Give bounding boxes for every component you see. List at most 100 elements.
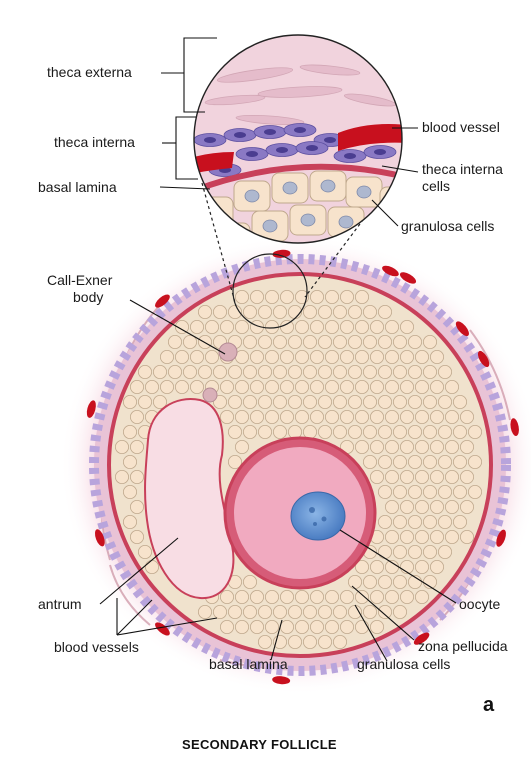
granulosa-cell <box>137 545 152 560</box>
granulosa-cell <box>257 605 272 620</box>
granulosa-cell <box>264 620 279 635</box>
granulosa-cell <box>452 424 467 439</box>
label-basal-lamina-top: basal lamina <box>38 179 117 195</box>
theca-cell-nucleus <box>344 153 356 159</box>
granulosa-cell-nucleus <box>224 231 240 243</box>
granulosa-cell-nucleus <box>356 185 372 199</box>
call-exner-body <box>218 342 238 362</box>
granulosa-cell <box>332 304 347 319</box>
theca-cell-nucleus <box>294 127 306 133</box>
granulosa-cell <box>399 530 414 545</box>
granulosa-cell <box>279 379 294 394</box>
granulosa-cell <box>129 439 144 454</box>
granulosa-cell <box>317 364 332 379</box>
granulosa-cell <box>347 394 362 409</box>
granulosa-cell-large <box>379 186 402 218</box>
granulosa-cell <box>384 349 399 364</box>
granulosa-cell <box>377 334 392 349</box>
granulosa-cell <box>467 424 482 439</box>
granulosa-cell <box>339 379 354 394</box>
granulosa-cell <box>212 605 227 620</box>
blood-vessel <box>155 294 170 308</box>
granulosa-cell <box>422 364 437 379</box>
labels: theca externa theca interna basal lamina… <box>38 64 508 752</box>
granulosa-cell <box>422 334 437 349</box>
granulosa-cell <box>152 394 167 409</box>
granulosa-cell <box>354 349 369 364</box>
granulosa-cell <box>332 334 347 349</box>
granulosa-cell <box>377 575 392 590</box>
blood-vessel <box>455 321 469 337</box>
granulosa-cell <box>227 304 242 319</box>
granulosa-cell <box>407 454 422 469</box>
granulosa-cell <box>189 379 204 394</box>
label-zona-pellucida: zona pellucida <box>418 638 508 654</box>
granulosa-cell <box>123 484 138 499</box>
granulosa-cell <box>212 394 227 409</box>
granulosa-cell <box>204 349 219 364</box>
granulosa-cell <box>369 439 384 454</box>
inset-theca-externa-fibers <box>204 64 397 126</box>
bracket-theca-interna <box>162 116 198 180</box>
granulosa-cell <box>444 439 459 454</box>
granulosa-cell <box>452 515 467 530</box>
label-oocyte: oocyte <box>459 596 500 612</box>
granulosa-cell <box>159 349 174 364</box>
granulosa-cell <box>459 499 474 514</box>
granulosa-cell <box>362 334 377 349</box>
granulosa-cell <box>414 379 429 394</box>
label-call-exner-2: body <box>73 289 103 305</box>
inset-blood-vessel-right <box>338 124 402 151</box>
granulosa-cell <box>369 620 384 635</box>
granulosa-cell <box>377 454 392 469</box>
granulosa-cell <box>332 635 347 650</box>
granulosa-cell <box>422 545 437 560</box>
granulosa-cell <box>234 620 249 635</box>
granulosa-cell <box>264 409 279 424</box>
magnified-inset <box>193 34 403 244</box>
granulosa-cell <box>347 334 362 349</box>
granulosa-cell <box>294 409 309 424</box>
granulosa-cell <box>377 515 392 530</box>
granulosa-cell <box>422 484 437 499</box>
blood-vessel <box>86 400 96 418</box>
granulosa-cell <box>197 605 212 620</box>
granulosa-cell <box>302 364 317 379</box>
granulosa-cell <box>422 424 437 439</box>
granulosa-cell <box>407 334 422 349</box>
granulosa-cell <box>324 319 339 334</box>
granulosa-cell <box>354 319 369 334</box>
granulosa-cell <box>174 379 189 394</box>
granulosa-cell <box>467 454 482 469</box>
label-antrum: antrum <box>38 596 82 612</box>
granulosa-cell <box>437 454 452 469</box>
granulosa-cell <box>279 349 294 364</box>
granulosa-cell <box>444 530 459 545</box>
granulosa-cell <box>399 469 414 484</box>
granulosa-cell <box>234 319 249 334</box>
granulosa-cell <box>422 394 437 409</box>
granulosa-cell <box>414 530 429 545</box>
granulosa-cell <box>242 605 257 620</box>
granulosa-cell <box>362 424 377 439</box>
granulosa-cell <box>279 289 294 304</box>
figure-title: SECONDARY FOLLICLE <box>182 737 337 752</box>
granulosa-cell <box>399 349 414 364</box>
granulosa-cell-nucleus <box>390 195 402 209</box>
granulosa-cell <box>287 605 302 620</box>
granulosa-cell <box>167 334 182 349</box>
granulosa-cell <box>227 364 242 379</box>
granulosa-cell <box>362 304 377 319</box>
granulosa-cell <box>129 379 144 394</box>
granulosa-cell <box>377 545 392 560</box>
granulosa-cell <box>392 515 407 530</box>
granulosa-cell <box>302 605 317 620</box>
granulosa-cell <box>137 394 152 409</box>
granulosa-cell-nucleus <box>244 189 260 203</box>
granulosa-cell <box>354 590 369 605</box>
granulosa-cell <box>302 424 317 439</box>
granulosa-cell-nucleus <box>338 215 354 229</box>
granulosa-cell <box>242 304 257 319</box>
granulosa-cell <box>287 364 302 379</box>
blood-vessel <box>272 249 291 258</box>
